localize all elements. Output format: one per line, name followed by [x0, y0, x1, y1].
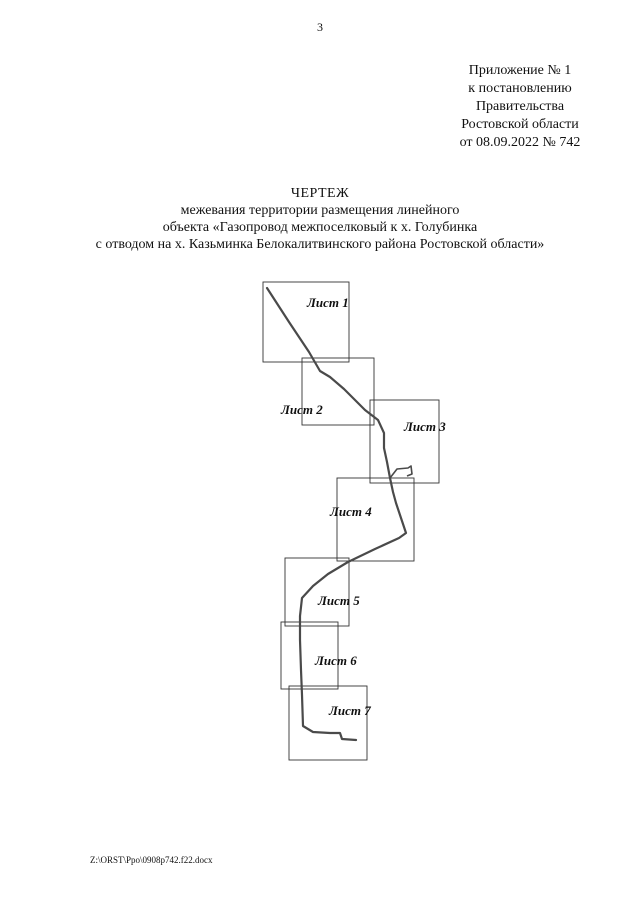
appendix-line: Правительства: [475, 99, 565, 114]
title-heading: ЧЕРТЕЖ: [290, 186, 350, 201]
sheet-label-6: Лист 6: [314, 653, 357, 668]
sheet-label-3: Лист 3: [403, 419, 446, 434]
pipeline-route: [265, 286, 408, 742]
sheet-label-2: Лист 2: [280, 402, 323, 417]
document-title: ЧЕРТЕЖ межевания территории размещения л…: [0, 185, 640, 253]
title-line: с отводом на х. Казьминка Белокалитвинск…: [95, 237, 545, 252]
appendix-line: Ростовской области: [461, 117, 579, 132]
sheet-frame-6: [280, 621, 339, 690]
file-path: Z:\ORST\Ppo\0908p742.f22.docx: [90, 855, 213, 865]
title-line: объекта «Газопровод межпоселковый к х. Г…: [162, 220, 478, 235]
appendix-line: к постановлению: [468, 81, 572, 96]
page-number: 3: [317, 20, 323, 34]
sheet-frames: [262, 281, 440, 761]
sheet-frame-7: [288, 685, 368, 761]
sheet-label-4: Лист 4: [329, 504, 372, 519]
appendix-block: Приложение № 1 к постановлению Правитель…: [400, 62, 640, 152]
sheet-label-5: Лист 5: [317, 593, 360, 608]
sheet-frame-5: [284, 557, 350, 627]
title-line: межевания территории размещения линейног…: [180, 203, 460, 218]
pipeline-branch: [389, 465, 413, 479]
sheet-frame-1: [262, 281, 350, 363]
sheet-label-7: Лист 7: [328, 703, 371, 718]
appendix-line: от 08.09.2022 № 742: [459, 135, 581, 150]
sheet-label-1: Лист 1: [306, 295, 349, 310]
sheet-frame-2: [301, 357, 375, 426]
sheet-frame-4: [336, 477, 415, 562]
sheet-frame-3: [369, 399, 440, 484]
appendix-line: Приложение № 1: [468, 63, 572, 78]
